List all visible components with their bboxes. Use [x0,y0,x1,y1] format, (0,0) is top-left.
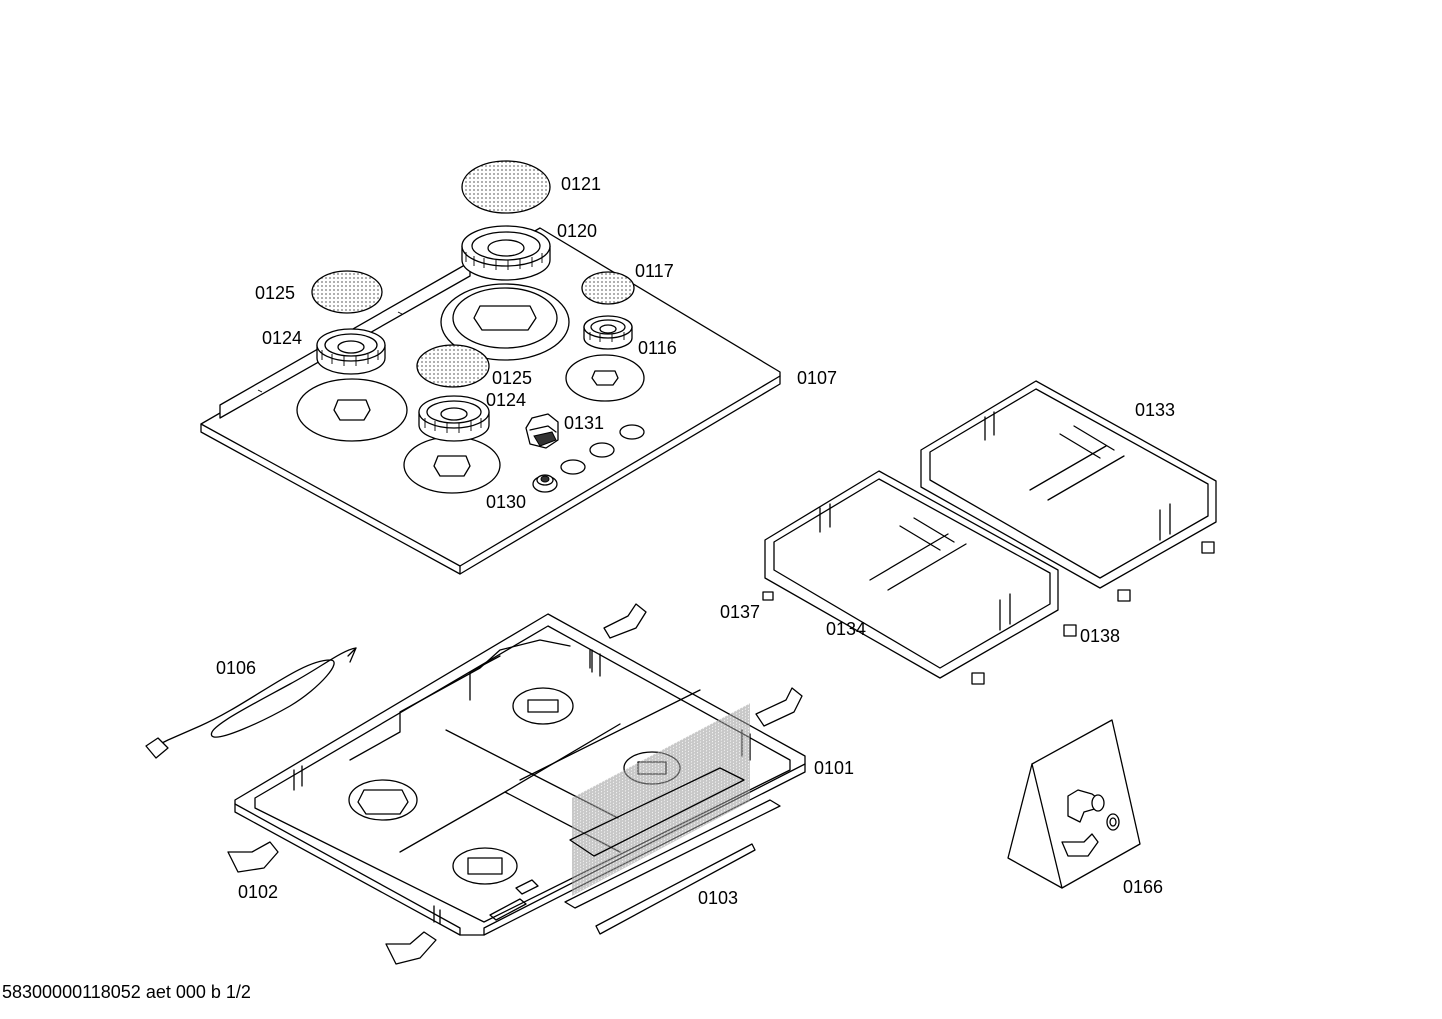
nozzle-bag [1007,719,1141,889]
label-0121: 0121 [561,174,602,194]
bottom-tray [234,613,806,936]
label-0133: 0133 [1135,400,1176,420]
label-0131: 0131 [564,413,605,433]
knob-sleeve [532,474,558,493]
burner-cap-large [461,160,551,214]
pan-support-left [764,470,1059,679]
label-0124-center: 0124 [486,390,527,410]
burner-cap-small [581,271,635,305]
label-0130: 0130 [486,492,527,512]
burner-ring-left [316,328,386,375]
label-0124-left: 0124 [262,328,303,348]
burner-cap-center [416,344,490,388]
label-0101: 0101 [814,758,855,778]
pan-support-right [920,380,1217,589]
label-0103: 0103 [698,888,739,908]
power-cable [145,647,357,759]
document-footer-id: 58300000118052 aet 000 b 1/2 [2,982,251,1002]
burner-cap-left [311,270,383,314]
control-knob [525,413,559,449]
rubber-feet [762,541,1215,685]
label-0120: 0120 [557,221,598,241]
label-0137: 0137 [720,602,761,622]
label-0117: 0117 [635,261,674,281]
label-0107: 0107 [797,368,838,388]
seal-strip [595,843,756,935]
burner-ring-large [461,225,551,281]
label-0106: 0106 [216,658,257,678]
mounting-clips [227,603,803,965]
label-0125-center: 0125 [492,368,533,388]
burner-ring-center [418,395,490,442]
label-0116: 0116 [638,338,677,358]
label-0102: 0102 [238,882,279,902]
burner-ring-small [583,315,633,350]
label-0138: 0138 [1080,626,1121,646]
label-0166: 0166 [1123,877,1164,897]
label-0125-left: 0125 [255,283,296,303]
label-0134: 0134 [826,619,867,639]
